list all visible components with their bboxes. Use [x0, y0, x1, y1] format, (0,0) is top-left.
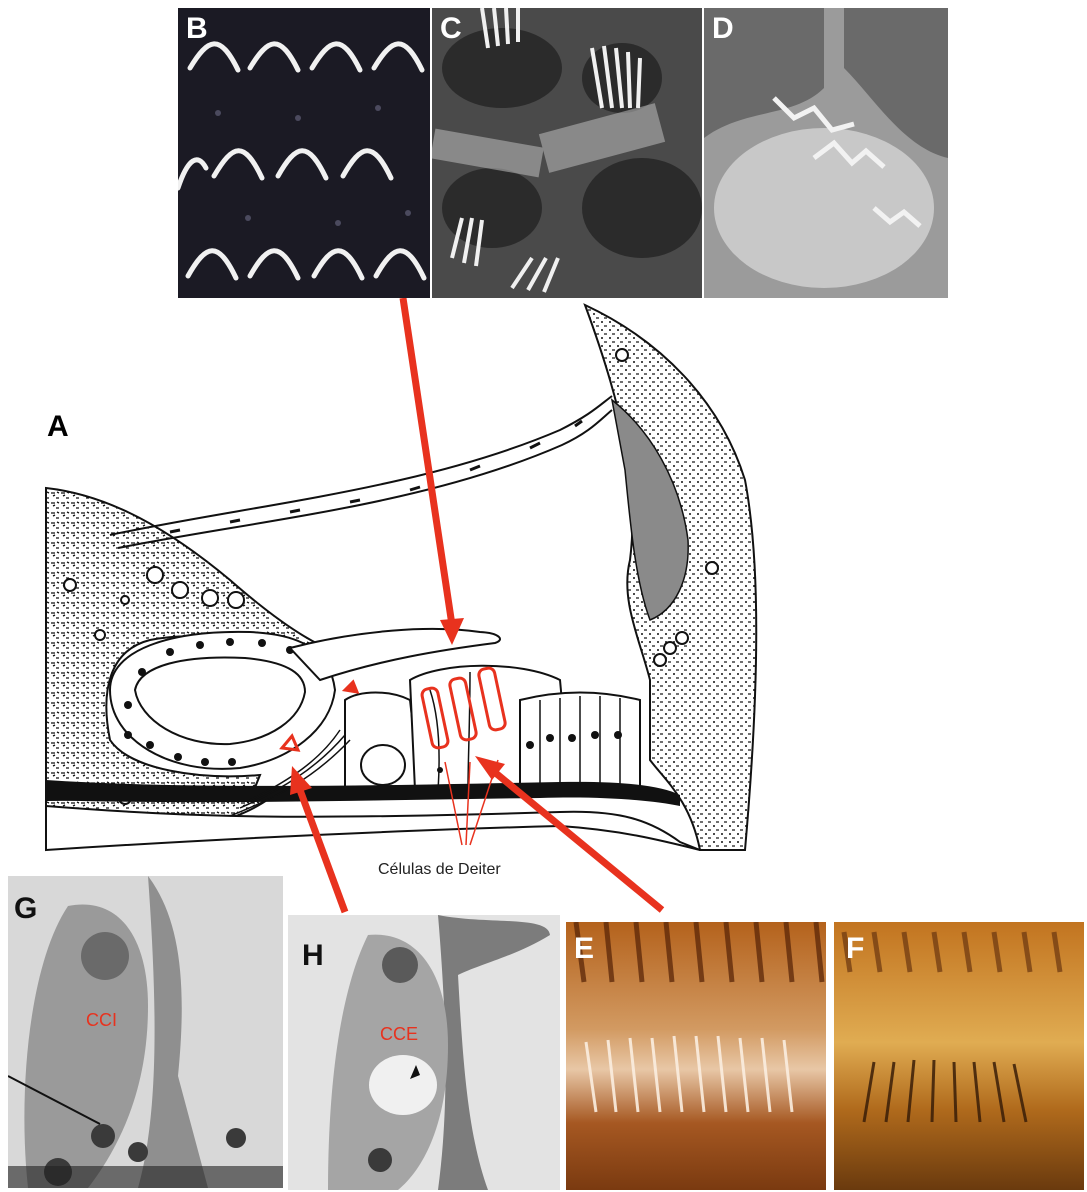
- stereocilia-v-pattern: [178, 8, 430, 298]
- tem-outer-hair-cell: CCE: [288, 915, 560, 1190]
- deiter-cells-caption: Células de Deiter: [378, 861, 501, 879]
- panel-f-label: F: [846, 934, 864, 964]
- reissner-membrane: [110, 396, 612, 535]
- panel-d-sem-image: D: [704, 8, 948, 298]
- stereocilia-rows-f: [834, 922, 1084, 1190]
- panel-c-sem-image: C: [432, 8, 702, 298]
- stereocilia-rows-e: [566, 922, 826, 1190]
- sem-hair-bundles: [432, 8, 702, 298]
- panel-b-hair-cell-rows: B: [178, 8, 430, 298]
- panel-g-label: G: [14, 894, 37, 924]
- panel-h-label: H: [302, 941, 324, 971]
- panel-b-label: B: [186, 14, 208, 44]
- tem-inner-hair-cell: CCI: [8, 876, 283, 1188]
- panel-h-cell-label: CCE: [380, 1024, 418, 1044]
- panel-g-cell-label: CCI: [86, 1010, 117, 1030]
- panel-f-microscopy: F: [834, 922, 1084, 1190]
- panel-c-label: C: [440, 14, 462, 44]
- panel-h-tem-image: CCE H: [288, 915, 560, 1190]
- panel-g-tem-image: CCI G: [8, 876, 283, 1188]
- sem-damaged-bundles: [704, 8, 948, 298]
- panel-e-label: E: [574, 934, 594, 964]
- panel-d-label: D: [712, 14, 734, 44]
- panel-a-label: A: [47, 412, 69, 442]
- panel-e-microscopy: E: [566, 922, 826, 1190]
